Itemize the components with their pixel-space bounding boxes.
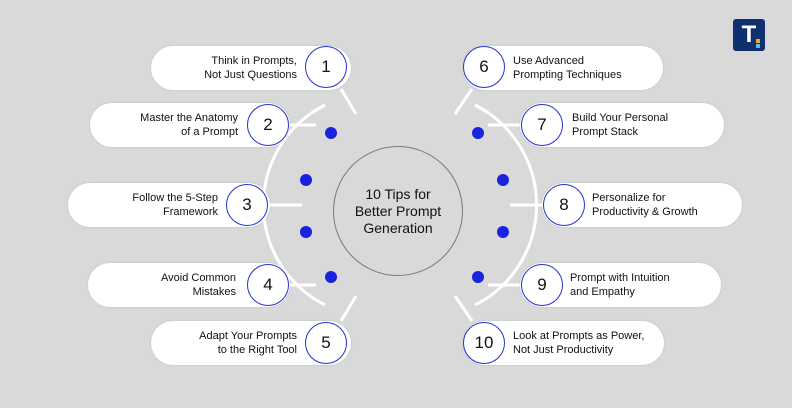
- connector-10: [453, 295, 474, 322]
- tip-6-number: 6: [463, 46, 505, 88]
- logo-accent-orange: [756, 39, 760, 43]
- tip-6-text: Use Advanced Prompting Techniques: [513, 55, 622, 81]
- tip-8-number: 8: [543, 184, 585, 226]
- tip-1-text: Think in Prompts, Not Just Questions: [204, 55, 297, 81]
- dot-4: [325, 271, 337, 283]
- tip-2-text: Master the Anatomy of a Prompt: [140, 112, 238, 138]
- center-title: 10 Tips for Better Prompt Generation: [333, 146, 463, 276]
- tip-7-text: Build Your Personal Prompt Stack: [572, 112, 669, 138]
- dot-1: [325, 127, 337, 139]
- tip-10-text: Look at Prompts as Power, Not Just Produ…: [513, 330, 645, 356]
- t-logo-icon: T: [733, 19, 765, 51]
- dot-2: [300, 174, 312, 186]
- tip-1-number: 1: [305, 46, 347, 88]
- tip-2-number: 2: [247, 104, 289, 146]
- tip-4-text: Avoid Common Mistakes: [161, 272, 236, 298]
- dot-7: [497, 226, 509, 238]
- dot-6: [497, 174, 509, 186]
- connector-6: [453, 88, 474, 115]
- tip-10-number: 10: [463, 322, 505, 364]
- dot-8: [472, 271, 484, 283]
- tip-9-number: 9: [521, 264, 563, 306]
- tip-4-number: 4: [247, 264, 289, 306]
- logo-letter: T: [741, 21, 757, 48]
- dot-3: [300, 226, 312, 238]
- tip-5-number: 5: [305, 322, 347, 364]
- tip-card-5: Adapt Your Prompts to the Right Tool: [151, 321, 351, 365]
- dot-5: [472, 127, 484, 139]
- tip-3-number: 3: [226, 184, 268, 226]
- outer-arc-right: [474, 103, 538, 307]
- tip-3-text: Follow the 5-Step Framework: [132, 192, 218, 218]
- tip-7-number: 7: [521, 104, 563, 146]
- connector-1: [339, 88, 358, 115]
- connector-5: [339, 295, 358, 322]
- tip-5-text: Adapt Your Prompts to the Right Tool: [199, 330, 297, 356]
- logo-accent-blue: [756, 44, 760, 48]
- tip-8-text: Personalize for Productivity & Growth: [592, 192, 698, 218]
- tip-9-text: Prompt with Intuition and Empathy: [570, 272, 670, 298]
